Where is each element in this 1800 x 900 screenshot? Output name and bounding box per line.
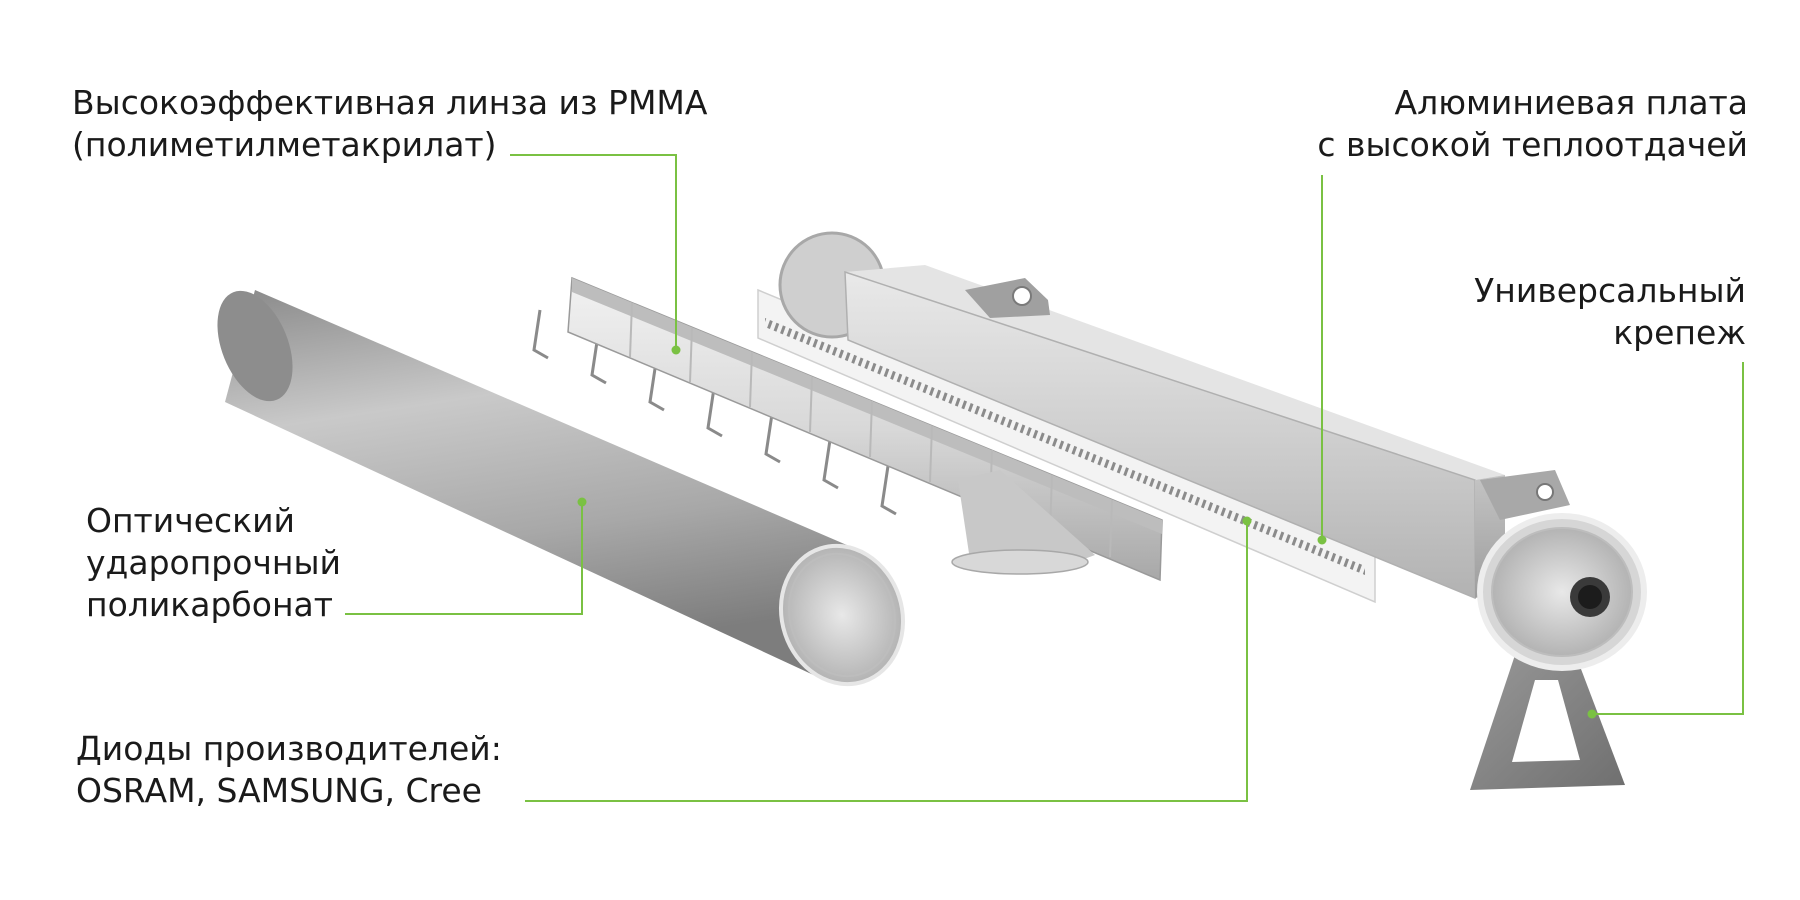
label-aluminium-board: Алюминиевая плата с высокой теплоотдачей [1317, 82, 1748, 166]
label-line: Диоды производителей: [76, 729, 502, 768]
leader-pmma [510, 154, 677, 350]
label-line: поликарбонат [86, 585, 333, 624]
label-line: Оптический [86, 501, 295, 540]
label-polycarbonate: Оптический ударопрочный поликарбонат [86, 500, 341, 626]
label-line: ударопрочный [86, 543, 341, 582]
label-line: OSRAM, SAMSUNG, Cree [76, 771, 482, 810]
aluminium-housing [778, 231, 1570, 600]
label-pmma-lens: Высокоэффективная линза из PMMA (полимет… [72, 82, 707, 166]
leader-dots [577, 345, 1597, 719]
label-line: Высокоэффективная линза из PMMA [72, 83, 708, 122]
label-diodes: Диоды производителей: OSRAM, SAMSUNG, Cr… [76, 728, 502, 812]
label-line: Алюминиевая плата [1394, 83, 1748, 122]
universal-mount [1470, 513, 1647, 790]
label-line: с высокой теплоотдачей [1317, 125, 1748, 164]
leader-pc [345, 502, 583, 615]
leader-diodes [525, 521, 1248, 802]
label-line: Универсальный [1474, 271, 1746, 310]
polycarbonate-tube [217, 290, 906, 687]
leader-lines [345, 154, 1744, 802]
middle-bracket [951, 470, 1095, 575]
mounting-clips [532, 309, 897, 516]
leader-mount [1592, 362, 1744, 715]
label-universal-mount: Универсальный крепеж [1474, 270, 1746, 354]
label-line: крепеж [1613, 313, 1746, 352]
label-line: (полиметилметакрилат) [72, 125, 497, 164]
